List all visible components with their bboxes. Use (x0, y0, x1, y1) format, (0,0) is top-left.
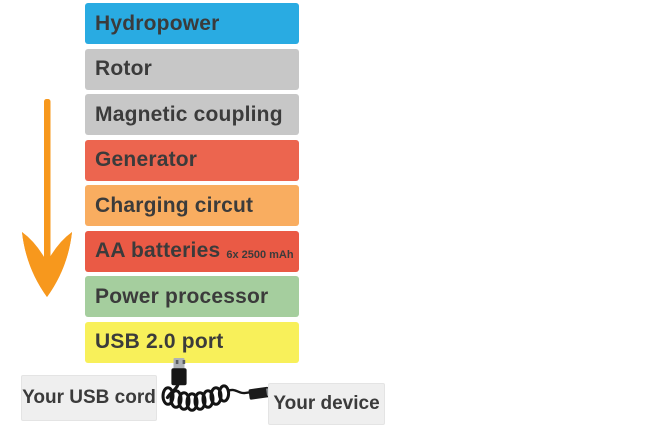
box-label: Rotor (95, 57, 152, 80)
down-arrow-icon (22, 99, 72, 297)
box-usb-port: USB 2.0 port (85, 321, 299, 363)
label-your-device-text: Your device (273, 393, 380, 414)
box-label: Charging circut (95, 193, 254, 217)
box-power-processor: Power processor (85, 276, 299, 317)
box-label: Power processor (95, 284, 269, 308)
box-generator: Generator (85, 139, 299, 181)
component-stack: Hydropower Rotor Magnetic coupling Gener… (85, 3, 299, 363)
box-hydropower: Hydropower (85, 3, 299, 44)
box-label: Magnetic coupling (95, 102, 283, 126)
box-label: Hydropower (95, 11, 220, 35)
box-label: USB 2.0 port (95, 330, 224, 353)
label-your-usb-cord: Your USB cord (21, 375, 157, 421)
label-your-device: Your device (268, 383, 385, 425)
box-sublabel: 6x 2500 mAh (226, 248, 294, 261)
usb-cable-illustration (161, 358, 270, 412)
box-rotor: Rotor (85, 48, 299, 90)
box-label: Generator (95, 148, 198, 171)
box-magnetic-coupling: Magnetic coupling (85, 94, 299, 135)
box-charging-circuit: Charging circut (85, 185, 299, 226)
label-your-usb-cord-text: Your USB cord (22, 387, 156, 408)
box-label: AA batteries (95, 239, 221, 262)
box-aa-batteries: AA batteries 6x 2500 mAh (85, 230, 299, 272)
